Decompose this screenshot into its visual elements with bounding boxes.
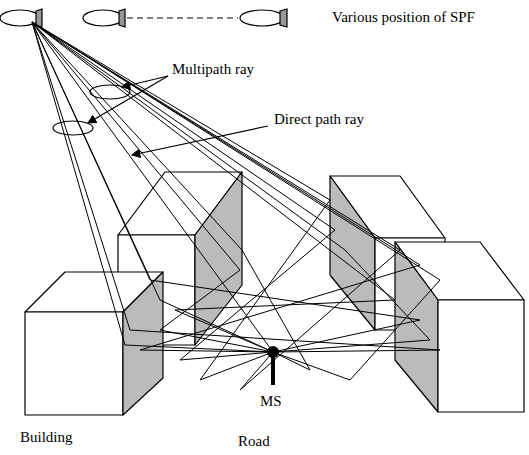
multipath-marker (53, 121, 93, 135)
airship-fin (36, 9, 42, 27)
building-front (25, 312, 123, 415)
airship-fin (119, 9, 125, 27)
leader-line (122, 76, 168, 87)
radio-rays (32, 22, 440, 390)
ms-dot (267, 346, 279, 358)
leader-line (88, 76, 168, 123)
spf-airship (240, 10, 284, 26)
dashed-path (127, 17, 238, 18)
title-label: Various position of SPF (296, 8, 511, 26)
building-label: Building (20, 428, 73, 446)
leader-line (132, 126, 268, 155)
spf-airship (83, 10, 123, 26)
building-front (438, 300, 524, 412)
callout-label: Direct path ray (272, 110, 366, 128)
airship-fin (280, 9, 287, 27)
road-label: Road (238, 432, 270, 450)
station-label: MS (260, 392, 282, 410)
building-side (395, 242, 438, 412)
building-side (330, 176, 375, 330)
callout-label: Multipath ray (170, 60, 256, 78)
